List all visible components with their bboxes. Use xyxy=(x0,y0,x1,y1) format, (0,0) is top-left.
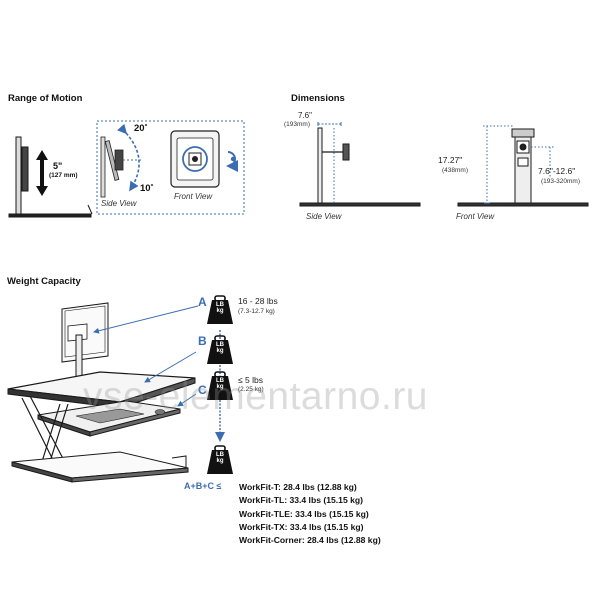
tilt-down-angle: 10˚ xyxy=(140,183,154,194)
weight-icon-label-lb: LB xyxy=(216,378,224,384)
keyboard-weight-range: ≤ 5 lbs xyxy=(238,375,263,385)
overall-height-metric: (438mm) xyxy=(442,167,469,174)
weight-capacity-title: Weight Capacity xyxy=(7,276,81,287)
weight-icon-label-lb: LB xyxy=(216,302,224,308)
keyboard-weight-metric: (2.25 kg) xyxy=(238,386,264,393)
model-capacity-list: WorkFit-T: 28.4 lbs (12.88 kg) WorkFit-T… xyxy=(239,481,381,547)
height-travel-value: 5" xyxy=(53,161,63,171)
weight-pointer-lines xyxy=(93,305,199,407)
model-capacity-item: WorkFit-T: 28.4 lbs (12.88 kg) xyxy=(239,482,357,492)
watermark-text: vse-elementarno.ru xyxy=(83,375,428,418)
weight-icon-label-kg: kg xyxy=(216,308,224,314)
point-b-label: B xyxy=(198,334,207,348)
side-view-inset xyxy=(96,120,245,215)
motion-front-view-label: Front View xyxy=(174,192,213,201)
side-width-metric: (193mm) xyxy=(284,121,311,128)
motion-side-view-label: Side View xyxy=(101,199,137,208)
height-range-value: 7.6"-12.6" xyxy=(538,166,576,176)
model-capacity-item: WorkFit-TX: 33.4 lbs (15.15 kg) xyxy=(239,521,364,532)
front-view-rotation-drawing xyxy=(170,130,239,188)
height-range-metric: (193-320mm) xyxy=(541,178,581,185)
model-capacity-item: WorkFit-TL: 33.4 lbs (15.15 kg) xyxy=(239,495,364,506)
point-a-label: A xyxy=(198,295,207,309)
side-width-value: 7.6" xyxy=(298,111,312,120)
monitor-weight-metric: (7.3-12.7 kg) xyxy=(238,308,275,315)
overall-height-value: 17.27" xyxy=(438,155,463,165)
height-travel-metric: (127 mm) xyxy=(49,172,78,179)
range-of-motion-stand-drawing xyxy=(8,136,93,218)
range-of-motion-title: Range of Motion xyxy=(8,93,83,104)
dimensions-front-view-drawing xyxy=(457,125,589,207)
weight-icon-label-lb: LB xyxy=(216,342,224,348)
model-capacity-item: WorkFit-TLE: 33.4 lbs (15.15 kg) xyxy=(239,508,369,519)
monitor-weight-range: 16 - 28 lbs xyxy=(238,296,278,306)
weight-icon-label-kg: kg xyxy=(216,384,224,390)
dimensions-side-view-label: Side View xyxy=(306,212,342,221)
dimensions-side-view-drawing xyxy=(299,122,421,207)
model-capacity-item: WorkFit-Corner: 28.4 lbs (12.88 kg) xyxy=(239,535,381,546)
dimensions-title: Dimensions xyxy=(291,93,345,104)
weight-icon-label-kg: kg xyxy=(216,458,224,464)
weight-icon-label-kg: kg xyxy=(216,348,224,354)
point-c-label: C xyxy=(198,383,207,397)
weight-icon-label-lb: LB xyxy=(216,452,224,458)
height-range-arrow xyxy=(36,150,48,196)
tilt-up-angle: 20˚ xyxy=(134,123,148,134)
dimensions-front-view-label: Front View xyxy=(456,212,495,221)
total-weight-label: A+B+C ≤ xyxy=(184,481,222,491)
